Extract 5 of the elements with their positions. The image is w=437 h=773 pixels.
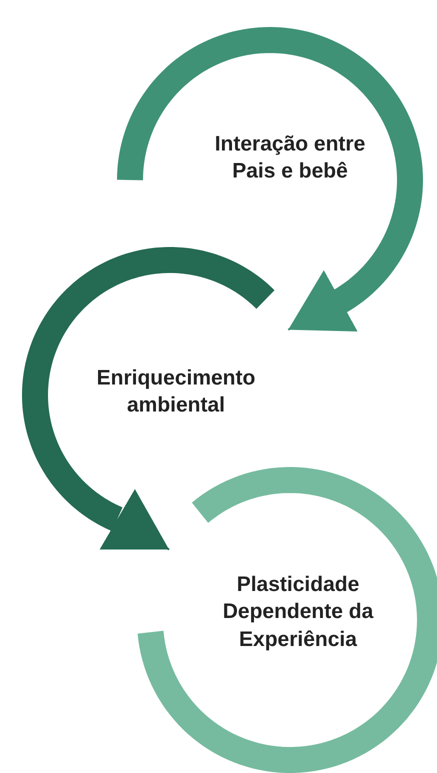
- arrow: [288, 270, 358, 332]
- node-label: Interação entre Pais e bebê: [214, 132, 366, 185]
- node-label: Enriquecimento ambiental: [96, 366, 256, 419]
- node-label: Plasticidade Dependente da Experiência: [222, 572, 374, 653]
- arrow: [100, 489, 170, 550]
